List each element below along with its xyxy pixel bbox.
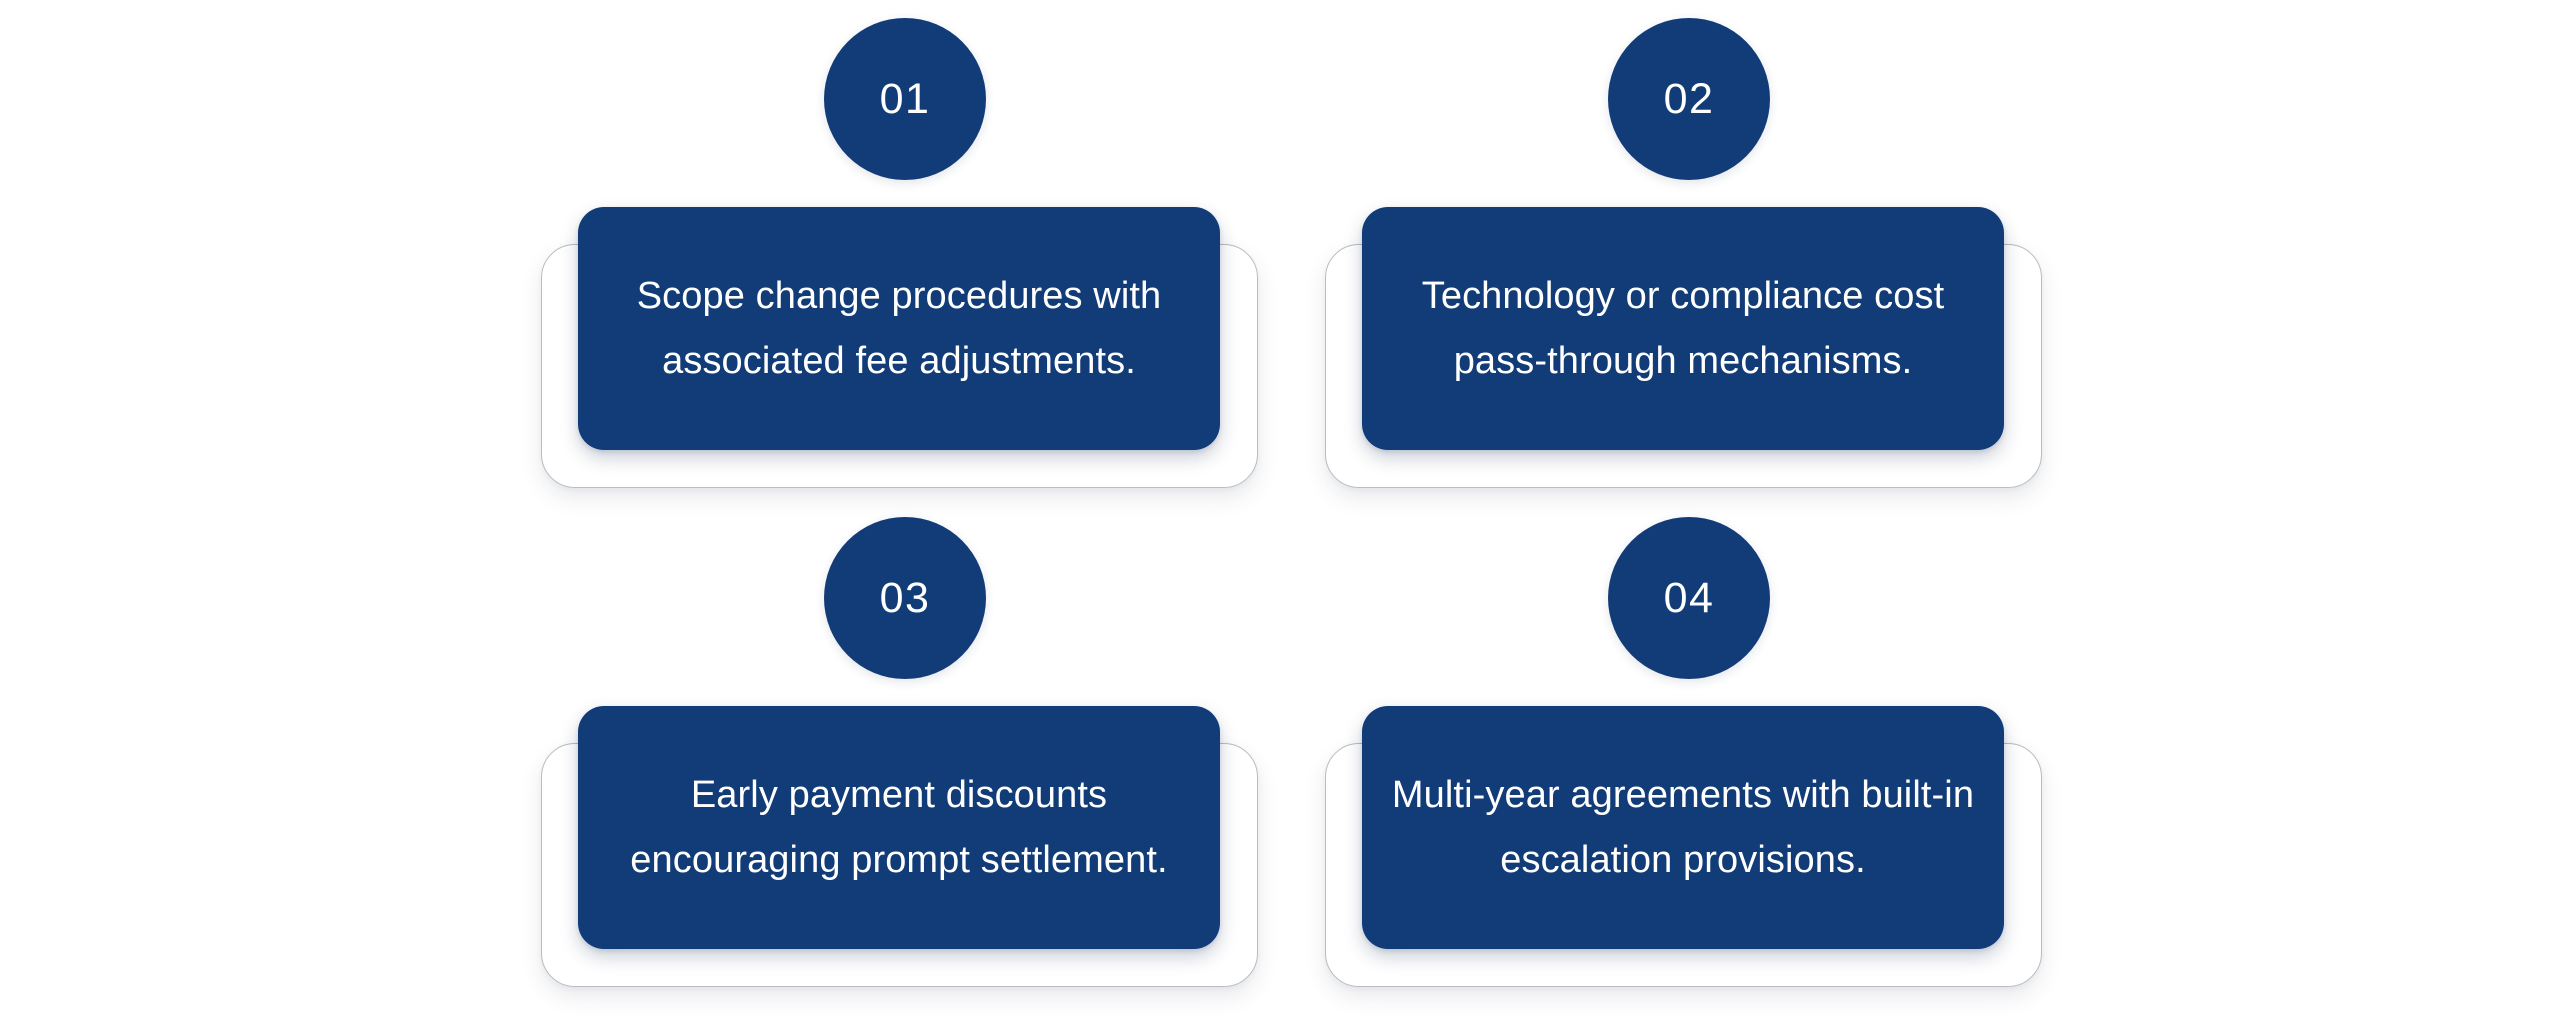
numbered-card-unit-4[interactable]: 04 Multi-year agreements with built-in e…	[1283, 499, 2069, 999]
badge-number-label: 04	[1663, 573, 1715, 622]
badge-number-label: 02	[1663, 74, 1715, 123]
card-front-2[interactable]: Technology or compliance cost pass-throu…	[1362, 207, 2004, 450]
badge-number-label: 03	[879, 573, 931, 622]
number-badge-02: 02	[1608, 18, 1770, 180]
card-front-3[interactable]: Early payment discounts encouraging prom…	[578, 706, 1220, 949]
numbered-card-unit-3[interactable]: 03 Early payment discounts encouraging p…	[499, 499, 1285, 999]
card-text-2: Technology or compliance cost pass-throu…	[1421, 274, 1945, 382]
number-badge-01: 01	[824, 18, 986, 180]
card-front-4[interactable]: Multi-year agreements with built-in esca…	[1362, 706, 2004, 949]
numbered-card-unit-1[interactable]: 01 Scope change procedures with associat…	[499, 0, 1285, 500]
badge-number-label: 01	[879, 74, 931, 123]
card-text-1: Scope change procedures with associated …	[636, 274, 1162, 382]
card-text-4: Multi-year agreements with built-in esca…	[1391, 773, 1975, 881]
card-front-1[interactable]: Scope change procedures with associated …	[578, 207, 1220, 450]
number-badge-04: 04	[1608, 517, 1770, 679]
numbered-card-unit-2[interactable]: 02 Technology or compliance cost pass-th…	[1283, 0, 2069, 500]
card-text-3: Early payment discounts encouraging prom…	[630, 773, 1168, 881]
number-badge-03: 03	[824, 517, 986, 679]
